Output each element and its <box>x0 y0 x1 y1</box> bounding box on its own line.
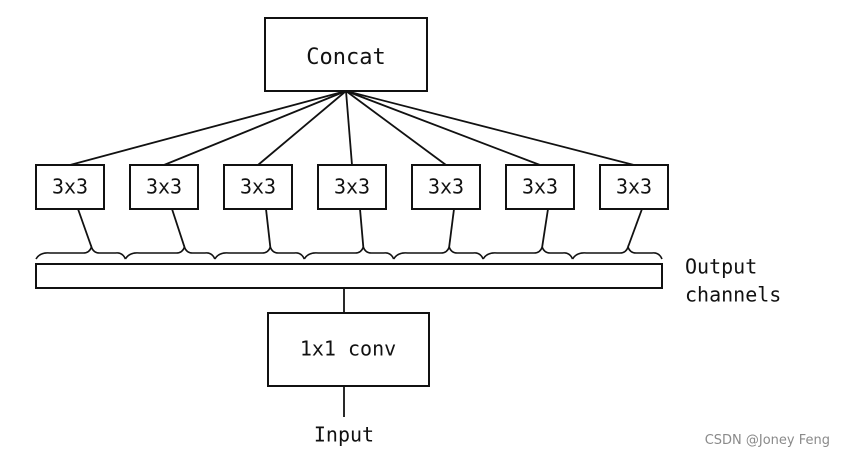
concat-connector-line <box>345 90 541 166</box>
branch-label: 3x3 <box>616 175 652 199</box>
branch-box <box>411 164 481 210</box>
channel-group-brace <box>124 244 216 260</box>
brace-to-branch-line <box>171 208 186 248</box>
branch-node: 3x3 <box>317 164 387 210</box>
branch-node: 3x3 <box>411 164 481 210</box>
channel-group-brace <box>35 244 127 260</box>
branch-box <box>129 164 199 210</box>
channel-group-brace <box>303 244 395 260</box>
concat-label: Concat <box>306 45 385 70</box>
output-channels-bar <box>35 263 663 289</box>
concat-connector-line <box>345 90 447 166</box>
channel-group-brace <box>214 244 306 260</box>
conv-label: 1x1 conv <box>300 337 396 361</box>
conv-box <box>267 312 430 387</box>
concat-connector-line <box>257 90 347 166</box>
brace-to-branch-line <box>77 208 93 248</box>
brace-to-branch-line <box>265 208 272 248</box>
branch-node: 3x3 <box>35 164 105 210</box>
brace-to-branch-line <box>541 208 549 248</box>
branch-node: 3x3 <box>599 164 669 210</box>
branch-node: 3x3 <box>223 164 293 210</box>
brace-to-branch-line <box>359 208 365 248</box>
conv-node: 1x1 conv <box>267 312 430 387</box>
channel-group-brace <box>393 244 484 260</box>
channel-group-brace <box>482 244 574 260</box>
concat-connector-lines <box>69 90 635 166</box>
branch-label: 3x3 <box>52 175 88 199</box>
branch-label: 3x3 <box>334 175 370 199</box>
branch-boxes: 3x3 3x3 3x3 3x3 3x3 3x3 3x3 <box>35 164 669 210</box>
watermark: CSDN @Joney Feng <box>704 433 830 448</box>
input-label: Input <box>314 423 374 447</box>
brace-to-branch-line <box>627 208 643 248</box>
concat-connector-line <box>345 90 353 166</box>
branch-node: 3x3 <box>129 164 199 210</box>
concat-node: Concat <box>264 17 428 92</box>
concat-connector-line <box>69 90 347 166</box>
channel-group-braces <box>35 208 663 260</box>
branch-box <box>223 164 293 210</box>
concat-connector-line <box>345 90 635 166</box>
branch-box <box>317 164 387 210</box>
brace-to-branch-line <box>448 208 455 248</box>
branch-box <box>599 164 669 210</box>
channel-group-brace <box>571 244 663 260</box>
branch-label: 3x3 <box>240 175 276 199</box>
concat-box <box>264 17 428 92</box>
branch-label: 3x3 <box>522 175 558 199</box>
output-channels-label-line1: Output <box>685 255 757 279</box>
branch-label: 3x3 <box>146 175 182 199</box>
branch-box <box>35 164 105 210</box>
branch-node: 3x3 <box>505 164 575 210</box>
concat-connector-line <box>163 90 347 166</box>
branch-box <box>505 164 575 210</box>
branch-label: 3x3 <box>428 175 464 199</box>
output-channels-label-line2: channels <box>685 283 781 307</box>
